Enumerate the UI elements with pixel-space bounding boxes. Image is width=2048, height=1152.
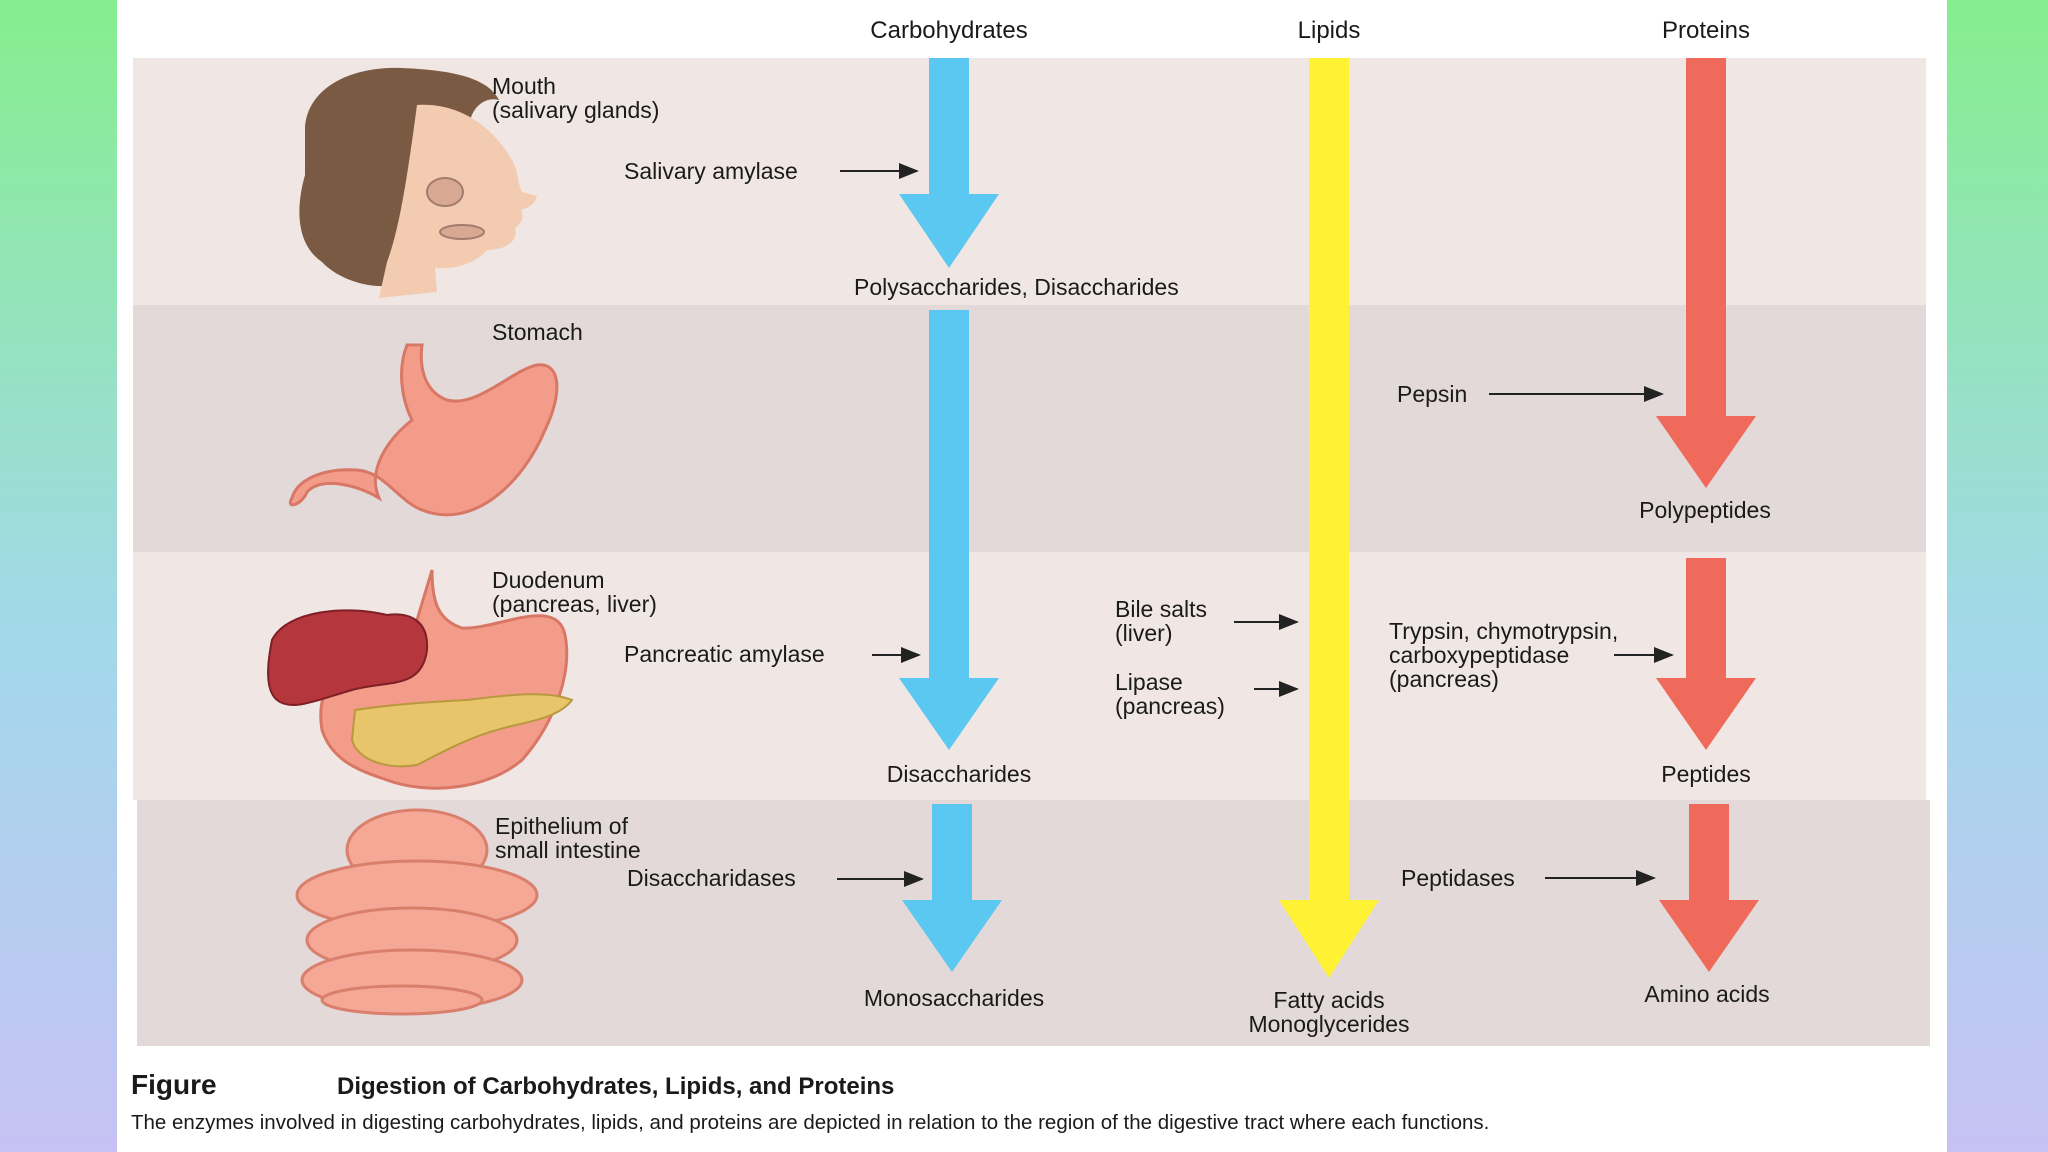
- product-monosaccharides: Monosaccharides: [863, 985, 1045, 1011]
- product-amino-acids: Amino acids: [1644, 981, 1770, 1007]
- head-profile-icon: [299, 67, 537, 298]
- protein-arrow-intestine: [1659, 804, 1759, 972]
- enzyme-pancreatic-amylase: Pancreatic amylase: [624, 641, 825, 667]
- enzyme-disaccharidases: Disaccharidases: [627, 865, 796, 891]
- product-peptides: Peptides: [1661, 761, 1751, 787]
- carbohydrate-arrow-intestine: [902, 804, 1002, 972]
- region-label-small-intestine: Epithelium of small intestine: [495, 813, 641, 863]
- liver-stomach-pancreas-icon: [267, 569, 574, 790]
- column-header-lipids: Lipids: [1297, 17, 1361, 44]
- product-polysaccharides-disaccharides: Polysaccharides, Disaccharides: [854, 274, 1179, 300]
- lipid-arrow: [1279, 58, 1379, 978]
- carbohydrate-arrow-duodenum: [899, 310, 999, 750]
- figure-title: Digestion of Carbohydrates, Lipids, and …: [337, 1073, 895, 1100]
- product-polypeptides: Polypeptides: [1639, 497, 1771, 523]
- figure-canvas: Carbohydrates Lipids Proteins Mouth (sal…: [117, 0, 1947, 1152]
- product-fatty-acids-monoglycerides: Fatty acids Monoglycerides: [1248, 987, 1410, 1037]
- protein-arrow-stomach: [1656, 58, 1756, 488]
- column-header-proteins: Proteins: [1661, 17, 1751, 44]
- column-header-carbohydrates: Carbohydrates: [870, 17, 1028, 44]
- enzyme-lipase: Lipase (pancreas): [1115, 669, 1225, 719]
- region-label-mouth: Mouth (salivary glands): [492, 73, 660, 123]
- figure-caption: The enzymes involved in digesting carboh…: [131, 1111, 1490, 1134]
- enzyme-bile-salts: Bile salts (liver): [1115, 596, 1208, 646]
- enzyme-peptidases: Peptidases: [1401, 865, 1515, 891]
- figure-label: Figure: [131, 1069, 217, 1100]
- enzyme-pepsin: Pepsin: [1397, 381, 1468, 407]
- enzyme-salivary-amylase: Salivary amylase: [624, 158, 798, 184]
- product-disaccharides: Disaccharides: [886, 761, 1032, 787]
- stomach-icon: [288, 343, 559, 517]
- small-intestine-icon: [295, 808, 539, 1016]
- protein-arrow-duodenum: [1656, 558, 1756, 750]
- carbohydrate-arrow-mouth: [899, 58, 999, 268]
- region-label-duodenum: Duodenum (pancreas, liver): [492, 567, 657, 617]
- diagram-graphics: [267, 58, 1759, 1016]
- enzyme-trypsin-chymotrypsin-carboxypeptidase: Trypsin, chymotrypsin, carboxypeptidase …: [1389, 618, 1619, 692]
- region-label-stomach: Stomach: [492, 319, 583, 345]
